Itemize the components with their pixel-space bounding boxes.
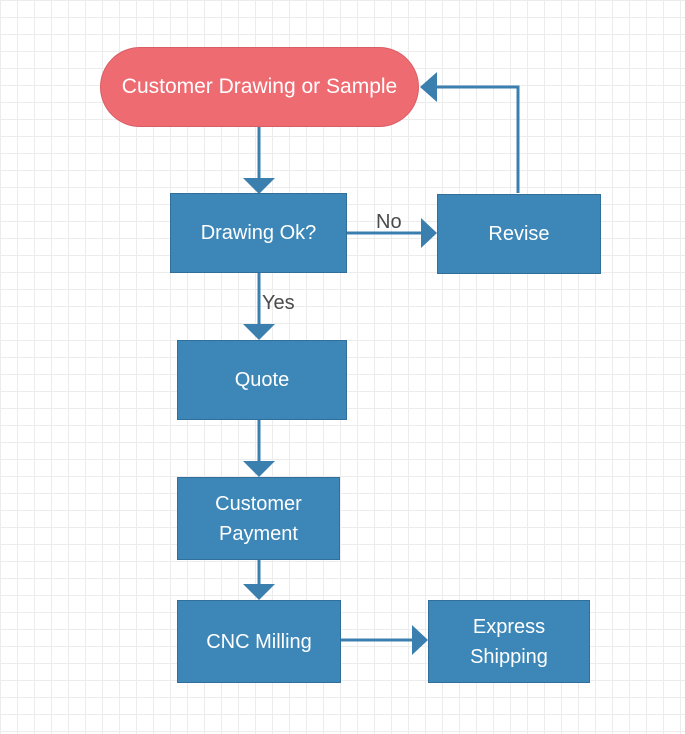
node-label: Express Shipping (470, 615, 548, 668)
node-quote: Quote (177, 340, 347, 420)
node-label: Drawing Ok? (200, 222, 317, 244)
node-express-shipping: Express Shipping (428, 600, 590, 683)
edge-revise-to-start (437, 85, 520, 193)
edge-label-no: No (376, 211, 402, 233)
arrowhead-into-payment (243, 461, 275, 477)
arrowhead-into-shipping (412, 625, 428, 655)
arrowhead-into-start (420, 72, 437, 102)
node-cnc-milling: CNC Milling (177, 600, 341, 683)
arrowhead-into-revise (421, 218, 437, 248)
node-customer-drawing-or-sample: Customer Drawing or Sample (100, 47, 419, 127)
node-label: CNC Milling (206, 630, 312, 653)
node-label: Customer Payment (215, 492, 302, 545)
node-drawing-ok: Drawing Ok? (170, 193, 347, 273)
node-label: Customer Drawing or Sample (121, 75, 398, 98)
node-label: Revise (488, 223, 550, 245)
edge-label-yes: Yes (262, 292, 295, 314)
arrowhead-into-milling (243, 584, 275, 600)
node-customer-payment: Customer Payment (177, 477, 340, 560)
arrowhead-into-quote (243, 324, 275, 340)
arrowhead-into-check (243, 178, 275, 194)
node-revise: Revise (437, 194, 601, 274)
node-label: Quote (234, 369, 290, 391)
